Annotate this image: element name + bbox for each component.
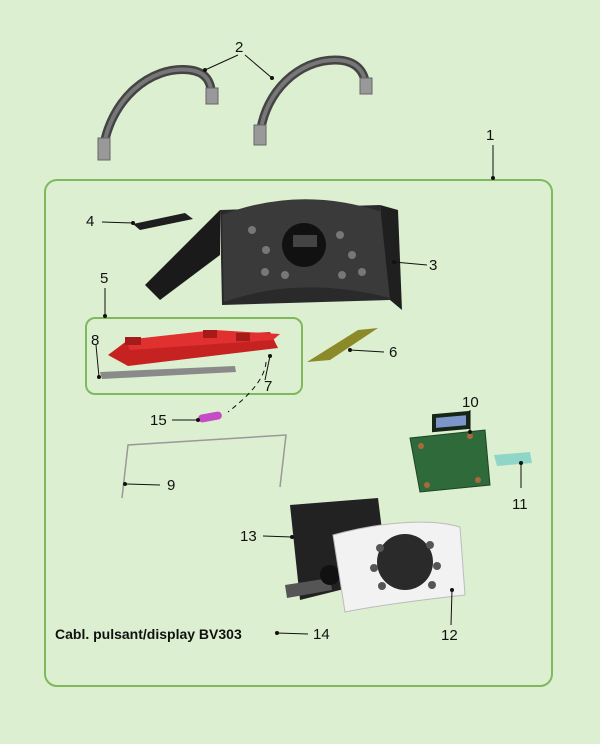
plate-part-6 <box>307 328 385 362</box>
fuse-part-15 <box>172 411 222 423</box>
callout-10: 10 <box>462 394 479 411</box>
callout-6: 6 <box>389 344 398 361</box>
callout-7: 7 <box>264 378 273 395</box>
display-board-part-10 <box>409 410 491 493</box>
callout-2: 2 <box>235 39 244 56</box>
caption-part-14: Cabl. pulsant/display BV303 <box>55 626 242 642</box>
bracket-part-4 <box>101 213 193 230</box>
assembly-frame <box>44 179 553 687</box>
callout-1: 1 <box>486 127 495 144</box>
callout-4: 4 <box>86 213 95 230</box>
callout-14: 14 <box>313 626 330 643</box>
connector-part-11 <box>494 452 532 488</box>
front-panel-part-12 <box>332 521 466 626</box>
callout-13: 13 <box>240 528 257 545</box>
callout-5: 5 <box>100 270 109 287</box>
hose-left <box>97 65 219 161</box>
callout-8: 8 <box>91 332 100 349</box>
subassembly-frame <box>85 317 303 395</box>
callout-3: 3 <box>429 257 438 274</box>
callout-12: 12 <box>441 627 458 644</box>
callout-9: 9 <box>167 477 176 494</box>
callout-11: 11 <box>512 496 528 513</box>
wire-part-9 <box>121 434 287 499</box>
housing-part-3 <box>145 199 428 310</box>
hose-right <box>253 55 373 146</box>
callout-15: 15 <box>150 412 167 429</box>
red-rail-assembly <box>95 330 280 413</box>
